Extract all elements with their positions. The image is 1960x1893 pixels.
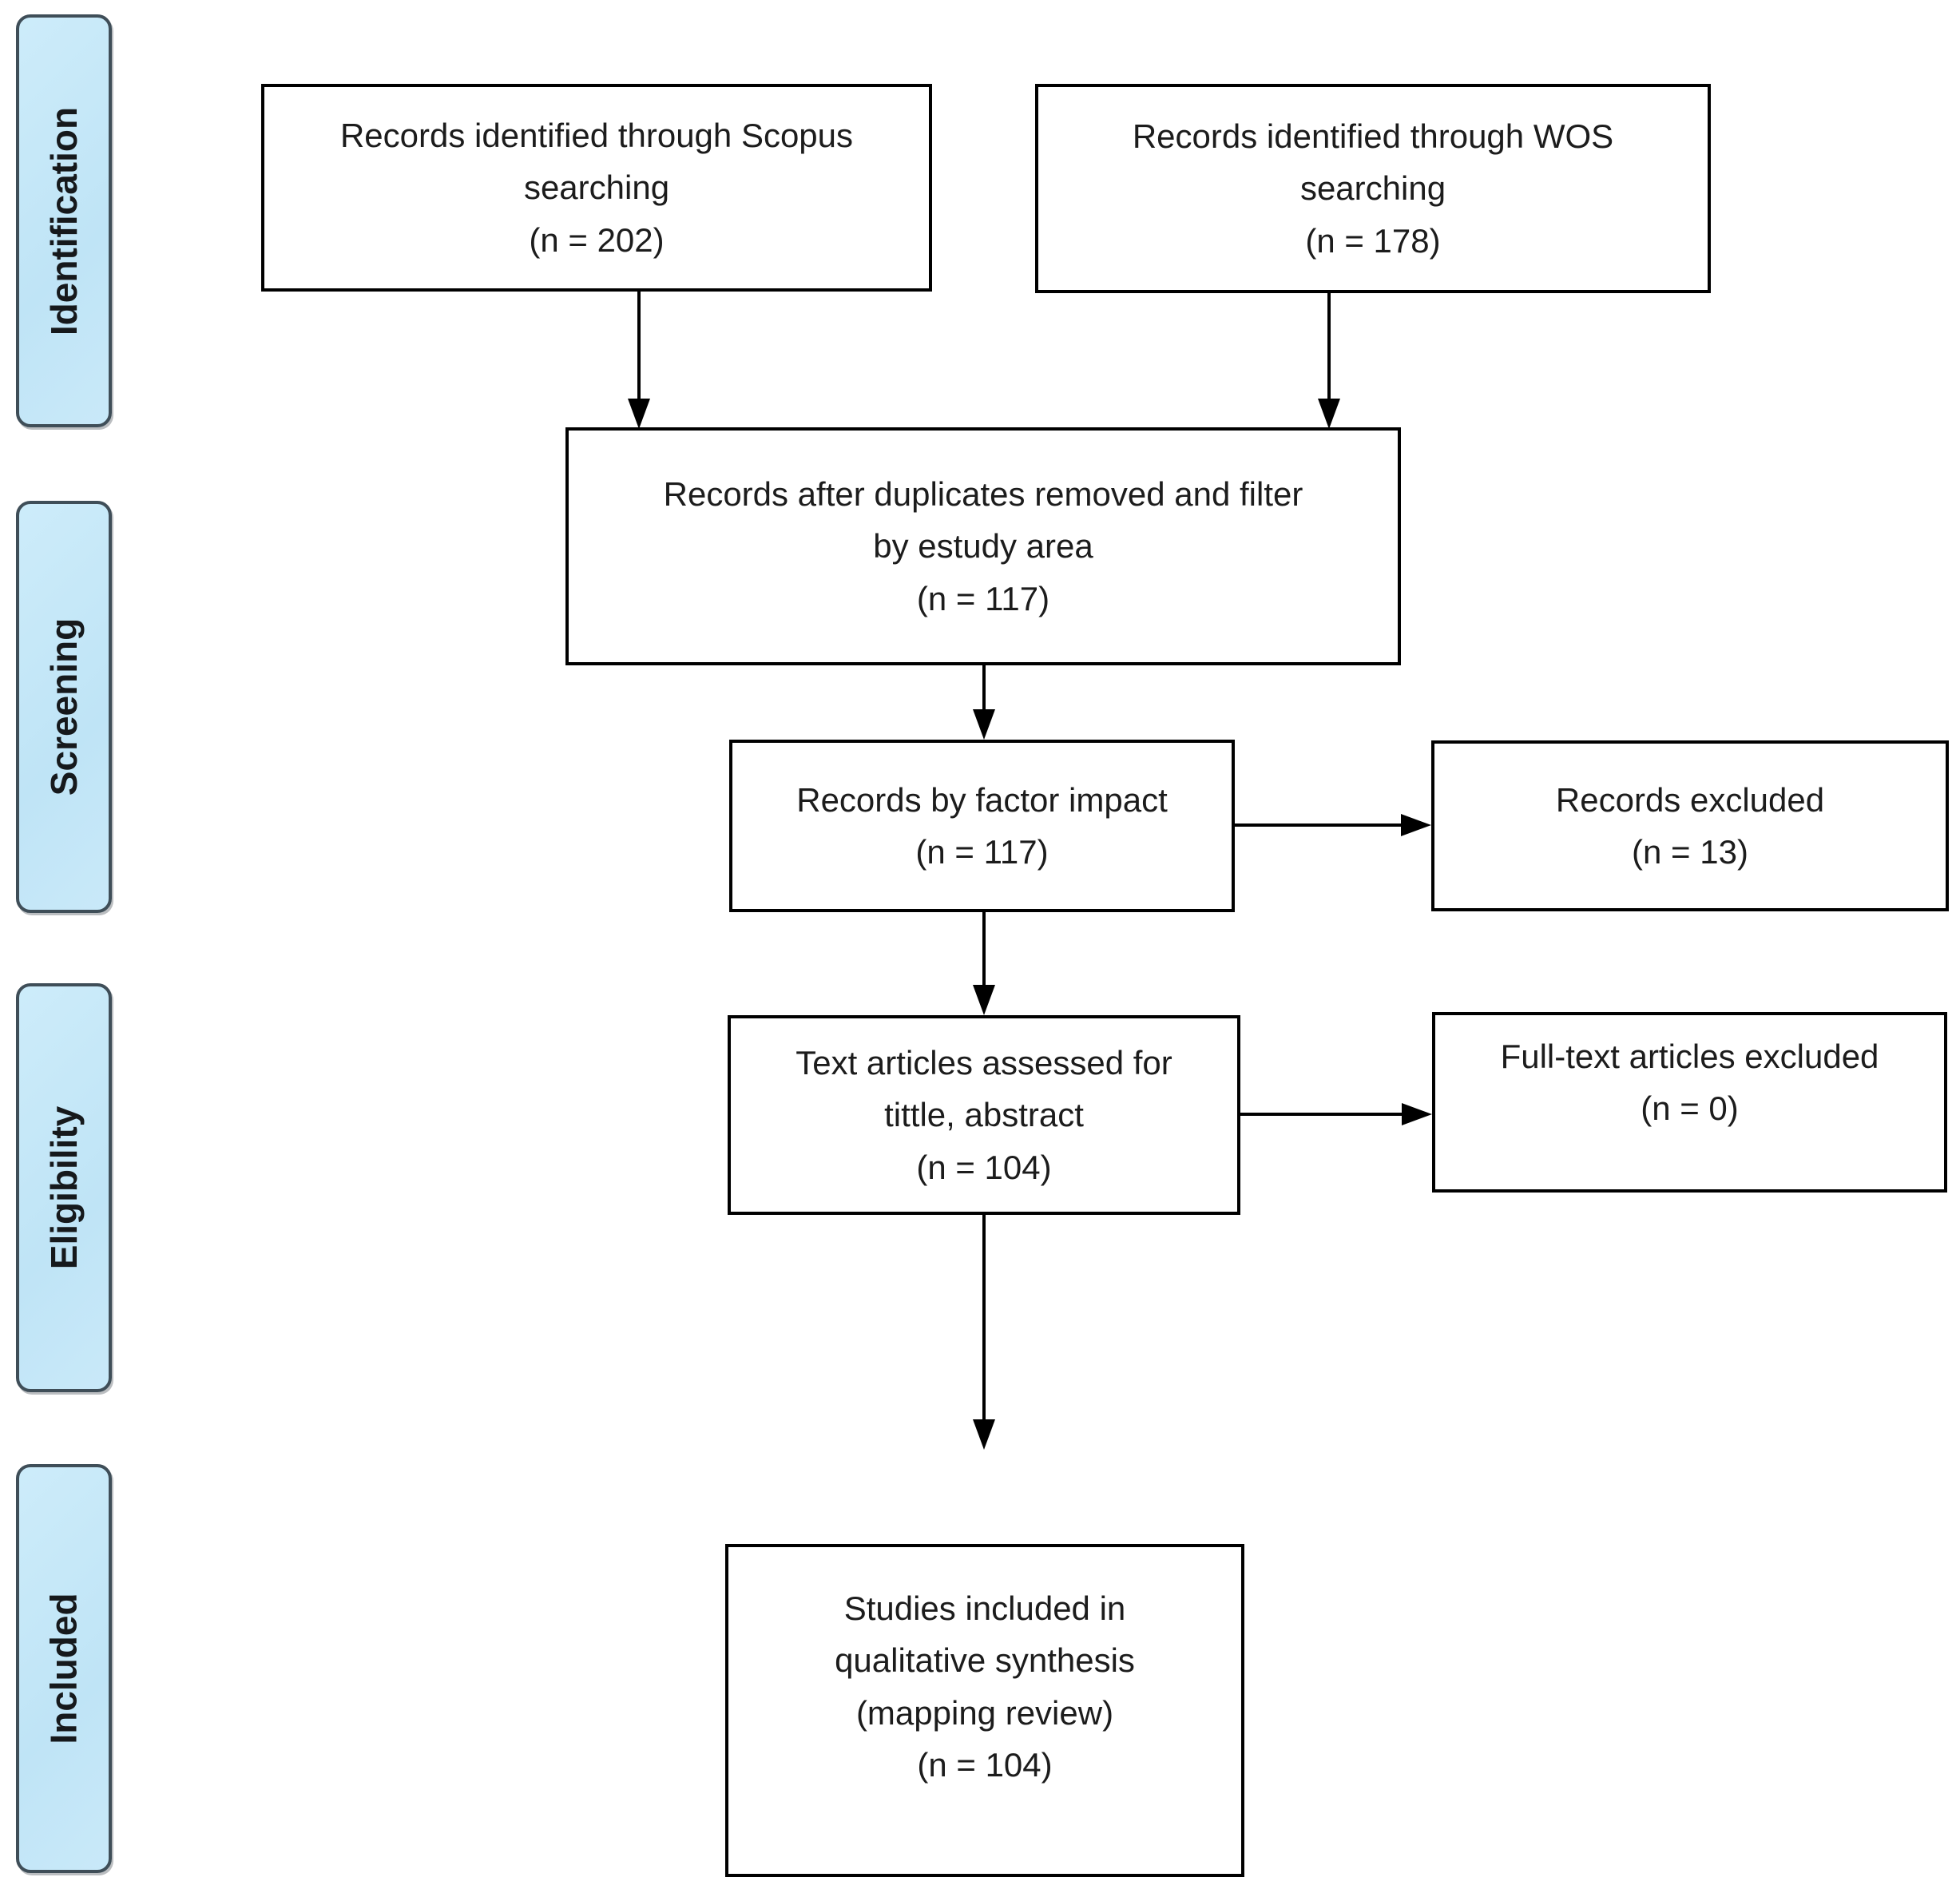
flow-box-duplicates-removed-text: Records after duplicates removed and fil…	[663, 475, 1303, 617]
arrowhead-right-icon	[1401, 814, 1431, 836]
flow-box-fulltext-excluded: Full-text articles excluded(n = 0)	[1432, 1012, 1947, 1193]
stage-screening: Screening	[16, 501, 112, 913]
arrowhead-down-icon	[1318, 399, 1340, 429]
arrowhead-right-icon	[1402, 1103, 1432, 1125]
stage-identification: Identification	[16, 14, 112, 427]
stage-included: Included	[16, 1464, 112, 1873]
arrow-line-assessed-to-included	[982, 1215, 986, 1421]
stage-eligibility-label: Eligibility	[43, 1105, 85, 1270]
stage-eligibility: Eligibility	[16, 983, 112, 1392]
flow-box-records-excluded: Records excluded(n = 13)	[1431, 740, 1949, 911]
arrow-line-factor-to-excluded	[1235, 823, 1404, 827]
flow-box-factor-impact-text: Records by factor impact(n = 117)	[796, 780, 1168, 871]
arrow-line-wos-to-duplicates	[1327, 293, 1331, 400]
stage-included-label: Included	[43, 1593, 85, 1744]
stage-identification-label: Identification	[43, 106, 85, 335]
stage-screening-label: Screening	[43, 617, 85, 796]
arrow-line-scopus-to-duplicates	[637, 292, 641, 400]
arrowhead-down-icon	[973, 985, 995, 1015]
flow-box-duplicates-removed: Records after duplicates removed and fil…	[565, 427, 1401, 665]
flow-box-records-excluded-text: Records excluded(n = 13)	[1555, 780, 1825, 871]
flow-box-fulltext-excluded-text: Full-text articles excluded(n = 0)	[1500, 1037, 1879, 1127]
arrowhead-down-icon	[973, 1419, 995, 1450]
arrow-line-duplicates-to-factor	[982, 665, 986, 711]
arrow-line-assessed-to-fulltext-excluded	[1240, 1113, 1405, 1116]
arrowhead-down-icon	[628, 399, 650, 429]
arrowhead-down-icon	[973, 709, 995, 740]
flow-box-factor-impact: Records by factor impact(n = 117)	[729, 740, 1235, 912]
arrow-line-factor-to-assessed	[982, 912, 986, 986]
